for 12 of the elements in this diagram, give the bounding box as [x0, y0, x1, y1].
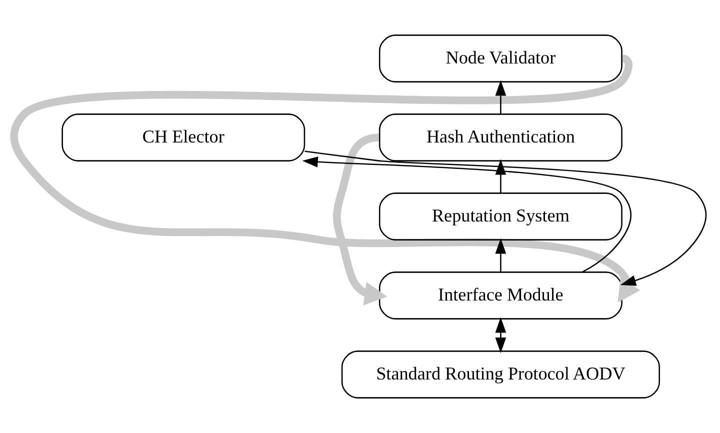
node-box: Standard Routing Protocol AODV: [341, 350, 660, 398]
arrow: [495, 80, 506, 114]
node-box: Interface Module: [378, 272, 622, 320]
arrow: [302, 156, 632, 273]
node-box: Hash Authentication: [378, 114, 622, 162]
arrow: [304, 150, 706, 286]
arrow: [10, 56, 640, 302]
arrow: [495, 238, 506, 272]
arrow: [495, 317, 506, 354]
node-box: Reputation System: [378, 192, 622, 240]
node-box: Node Validator: [378, 34, 622, 82]
node-box: CH Elector: [62, 114, 306, 162]
